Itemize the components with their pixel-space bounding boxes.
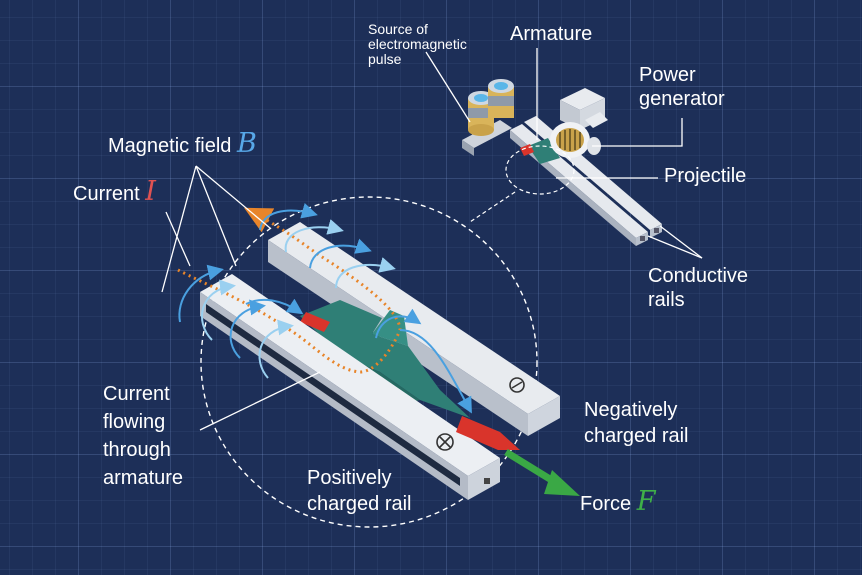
- projectile: [456, 416, 520, 450]
- overview-railgun: [462, 79, 662, 246]
- label-pulse-source-line3: pulse: [368, 51, 402, 67]
- force-arrow: [504, 449, 580, 496]
- plus-cross-symbol: [436, 433, 454, 451]
- zoom-circle: [200, 196, 538, 528]
- symbol-i: I: [145, 176, 156, 207]
- label-current: Current I: [73, 178, 156, 206]
- label-projectile: Projectile: [664, 165, 747, 187]
- label-negative-line1: Negatively: [584, 399, 678, 421]
- label-positive-rail: Positively charged rail: [307, 465, 412, 517]
- label-current-flowing: Current flowing through armature: [103, 380, 183, 492]
- label-negative-line2: charged rail: [584, 425, 689, 447]
- label-conductive-line1: Conductive: [648, 265, 749, 287]
- label-conductive-rails: Conductive rails: [648, 264, 748, 312]
- label-magnetic-field-text: Magnetic field: [108, 135, 237, 157]
- label-positive-line1: Positively: [307, 467, 392, 489]
- zoom-source-circle: [505, 145, 575, 195]
- label-pulse-source-line1: Source of: [368, 21, 428, 37]
- armature-tip: [300, 312, 330, 332]
- label-magnetic-field: Magnetic field B: [108, 130, 257, 158]
- label-flowing-line2: flowing: [103, 411, 166, 433]
- positive-rail: [200, 274, 500, 500]
- zoom-link: [469, 191, 516, 223]
- minus-symbol: [509, 377, 525, 393]
- label-current-text: Current: [73, 183, 146, 205]
- label-pulse-source-line2: electromagnetic: [368, 36, 467, 52]
- pulse-source-cylinders: [468, 79, 514, 136]
- label-force: Force F: [580, 488, 655, 516]
- label-power-generator: Power generator: [639, 63, 725, 111]
- power-generator: [550, 88, 608, 158]
- label-pulse-source: Source of electromagnetic pulse: [368, 22, 467, 67]
- symbol-b: B: [236, 128, 257, 159]
- label-power-line1: Power: [639, 64, 696, 86]
- label-force-text: Force: [580, 493, 637, 515]
- label-positive-line2: charged rail: [307, 493, 412, 515]
- label-negative-rail: Negatively charged rail: [584, 397, 689, 449]
- symbol-f: F: [636, 486, 656, 517]
- label-flowing-line3: through: [103, 439, 171, 461]
- label-flowing-line4: armature: [103, 467, 184, 489]
- label-flowing-line1: Current: [103, 383, 170, 405]
- leader-lines: [161, 48, 703, 431]
- label-conductive-line2: rails: [648, 289, 685, 311]
- label-armature: Armature: [510, 23, 593, 45]
- label-power-line2: generator: [639, 88, 725, 110]
- magnetic-field-loops: [178, 203, 472, 414]
